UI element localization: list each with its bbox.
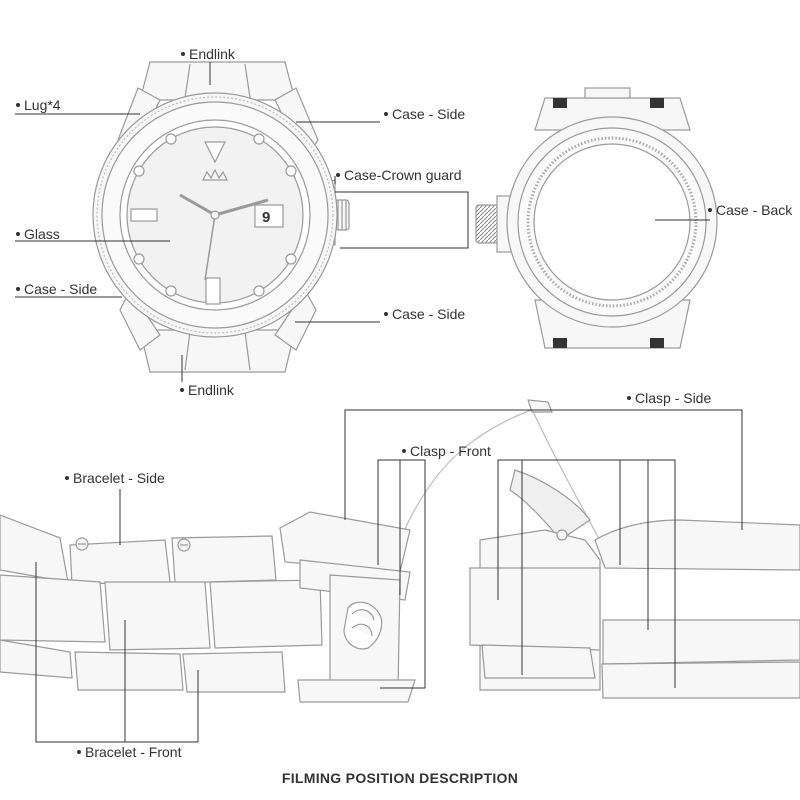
label-case-back: Case - Back	[708, 202, 792, 218]
label-case-crown-guard: Case-Crown guard	[336, 167, 462, 183]
bullet-dot	[181, 52, 185, 57]
bullet-dot	[627, 396, 631, 401]
diagram-caption: FILMING POSITION DESCRIPTION	[281, 770, 519, 786]
bullet-dot	[65, 476, 69, 481]
bullet-dot	[402, 449, 406, 454]
label-clasp-side: Clasp - Side	[627, 390, 711, 406]
bullet-dot	[77, 750, 81, 755]
label-case-side-bottom: Case - Side	[384, 306, 465, 322]
bullet-dot	[708, 208, 712, 213]
bullet-dot	[180, 388, 184, 393]
bullet-dot	[16, 287, 20, 292]
label-clasp-front: Clasp - Front	[402, 443, 491, 459]
label-case-side-left: Case - Side	[16, 281, 97, 297]
label-glass: Glass	[16, 226, 60, 242]
label-bracelet-side: Bracelet - Side	[65, 470, 165, 486]
label-bracelet-front: Bracelet - Front	[77, 744, 181, 760]
watch-front-illustration	[92, 61, 350, 373]
bracelet-illustration	[0, 399, 800, 703]
label-endlink-top: Endlink	[181, 46, 235, 62]
date-window-numeral: 9	[262, 209, 270, 226]
callout-lines	[15, 62, 743, 743]
bullet-dot	[384, 312, 388, 317]
bullet-dot	[336, 173, 340, 178]
bullet-dot	[16, 232, 20, 237]
watch-back-illustration	[475, 87, 718, 349]
label-endlink-bottom: Endlink	[180, 382, 234, 398]
label-lug: Lug*4	[16, 97, 61, 113]
label-case-side-top: Case - Side	[384, 106, 465, 122]
bullet-dot	[384, 112, 388, 117]
bullet-dot	[16, 103, 20, 108]
